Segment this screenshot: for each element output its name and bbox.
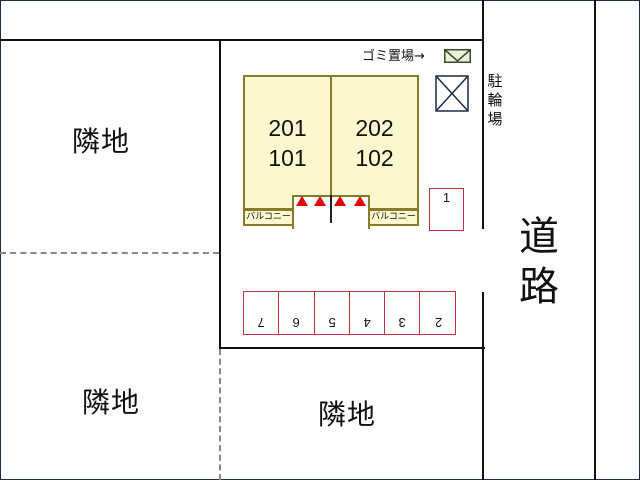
road-label-char-1: 道 <box>519 214 559 260</box>
site-bottom-boundary <box>219 347 485 349</box>
bicycle-parking-char-3: 場 <box>487 110 503 128</box>
parking-space-number: 2 <box>434 315 442 330</box>
parking-space-number: 3 <box>398 315 406 330</box>
parking-space-5: 5 <box>315 292 350 334</box>
unit-number-101: 101 <box>268 145 307 171</box>
unit-number-201: 201 <box>268 115 307 141</box>
parking-space-number: 7 <box>257 315 265 330</box>
top-boundary-line <box>0 39 484 41</box>
parking-space-4: 4 <box>350 292 386 334</box>
road-label-char-2: 路 <box>519 264 559 310</box>
unit-number-102: 102 <box>355 145 394 171</box>
parking-space-3: 3 <box>385 292 421 334</box>
parking-space-number: 4 <box>363 315 371 330</box>
parking-space-number: 1 <box>442 190 451 205</box>
bicycle-parking-icon <box>435 75 469 112</box>
balcony-right: バルコニー <box>368 209 419 226</box>
garbage-area-icon <box>444 48 471 63</box>
parking-space-2: 2 <box>421 292 456 334</box>
road-far-edge <box>594 0 596 480</box>
neighbor-label-bottom-center: 隣地 <box>318 398 377 431</box>
parking-space-6: 6 <box>279 292 315 334</box>
neighbor-label-bottom-left: 隣地 <box>82 386 141 419</box>
bicycle-parking-char-2: 輪 <box>487 91 503 109</box>
parking-space-number: 6 <box>292 315 301 330</box>
site-right-boundary-lower <box>482 292 484 480</box>
entrance-marker-icon <box>334 196 346 206</box>
parking-row: 7 6 5 4 3 2 <box>243 291 456 335</box>
parking-space-1: 1 <box>429 188 464 231</box>
bicycle-parking-label: 駐 輪 場 <box>486 72 504 129</box>
garbage-label: ゴミ置場→ <box>362 49 425 64</box>
unit-number-202: 202 <box>355 115 394 141</box>
road-label: 道 路 <box>516 212 562 312</box>
site-left-boundary <box>219 39 221 349</box>
entrance-marker-icon <box>354 196 366 206</box>
unit-divider-line <box>330 195 332 223</box>
site-right-boundary-upper <box>482 0 484 229</box>
balcony-left: バルコニー <box>243 209 294 226</box>
bicycle-parking-char-1: 駐 <box>487 72 503 90</box>
neighbor-dashed-divider-h <box>0 252 219 254</box>
neighbor-dashed-divider-v <box>219 349 221 480</box>
unit-block-right: 202 102 <box>330 75 419 210</box>
parking-space-number: 5 <box>328 315 336 330</box>
entrance-marker-icon <box>296 196 308 206</box>
neighbor-label-top-left: 隣地 <box>72 125 131 158</box>
unit-block-left: 201 101 <box>243 75 332 210</box>
entrance-marker-icon <box>314 196 326 206</box>
parking-space-7: 7 <box>244 292 280 334</box>
